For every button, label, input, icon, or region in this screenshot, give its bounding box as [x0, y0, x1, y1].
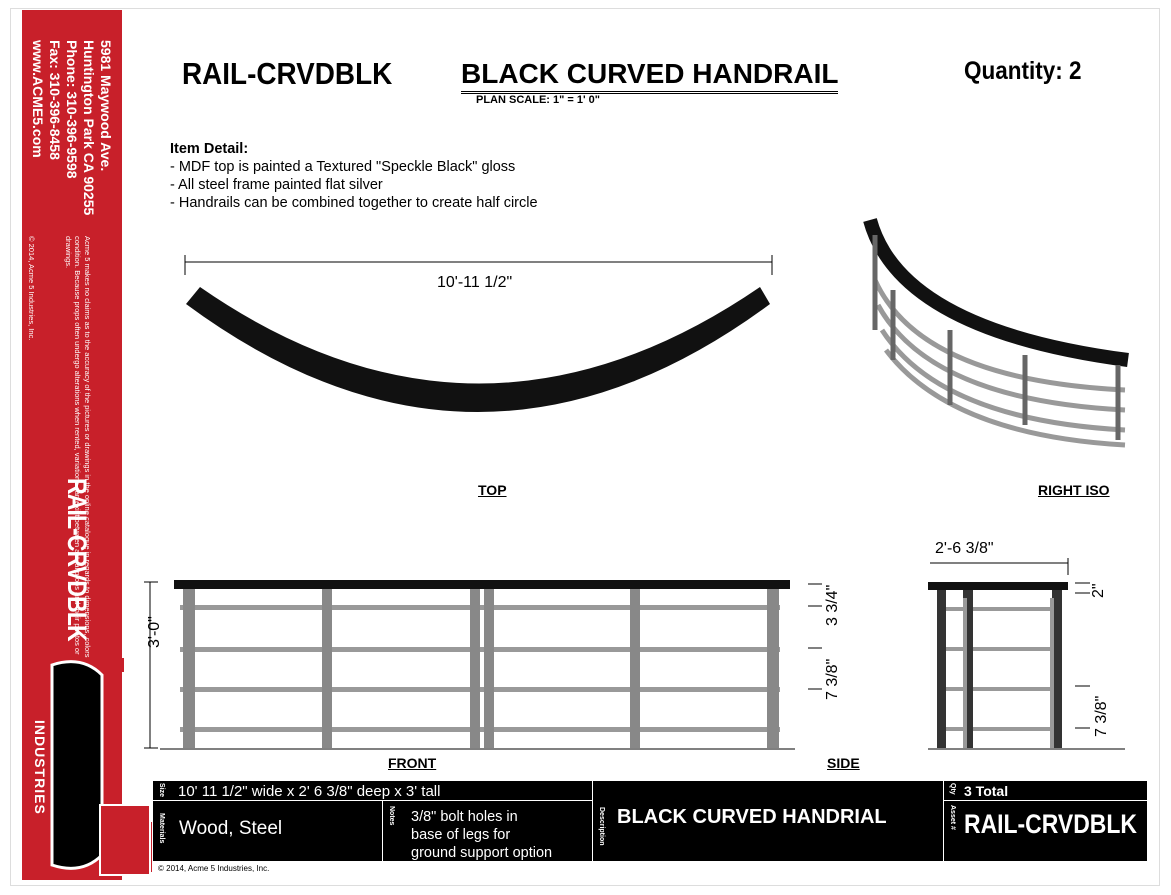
detail-line: - All steel frame painted flat silver — [170, 177, 383, 193]
notes-tag: Notes — [388, 806, 395, 826]
top-view-drawing — [184, 255, 773, 412]
description-value: BLACK CURVED HANDRIAL — [617, 806, 887, 828]
size-tag: Size — [158, 783, 165, 798]
page-frame — [10, 8, 1160, 886]
asset-value: RAIL-CRVDBLK — [964, 809, 1137, 839]
top-width-dim: 10'-11 1/2" — [437, 274, 513, 291]
qty-cell: Qty 3 Total — [943, 780, 1148, 801]
side-spacing-dim: 7 3/8" — [1093, 695, 1110, 737]
qty-tag: Qty — [949, 783, 956, 795]
description-cell: Description BLACK CURVED HANDRIAL — [592, 780, 944, 862]
size-value: 10' 11 1/2" wide x 2' 6 3/8" deep x 3' t… — [178, 783, 441, 800]
footer-copyright: © 2014, Acme 5 Industries, Inc. — [158, 864, 270, 873]
asset-id: RAIL-CRVDBLK — [182, 56, 393, 91]
asset-tag: Asset # — [949, 805, 956, 830]
plan-scale: PLAN SCALE: 1" = 1' 0" — [476, 94, 600, 106]
side-width-dim: 2'-6 3/8" — [935, 540, 994, 557]
notes-line: 3/8" bolt holes in — [411, 809, 518, 825]
notes-line: ground support option — [411, 845, 553, 861]
item-detail: Item Detail: - MDF top is painted a Text… — [170, 140, 538, 212]
size-cell: Size 10' 11 1/2" wide x 2' 6 3/8" deep x… — [152, 780, 593, 801]
materials-value: Wood, Steel — [179, 818, 283, 839]
asset-cell: Asset # RAIL-CRVDBLK — [943, 800, 1148, 862]
detail-line: - MDF top is painted a Textured "Speckle… — [170, 159, 516, 175]
notes-cell: Notes 3/8" bolt holes in base of legs fo… — [382, 800, 593, 862]
front-rail-dim: 3 3/4" — [824, 584, 841, 626]
item-detail-heading: Item Detail: — [170, 141, 249, 157]
qty-value: 3 Total — [964, 783, 1009, 799]
description-tag: Description — [598, 807, 605, 846]
iso-view-drawing — [863, 218, 1129, 448]
front-height-dim: 3'-0" — [146, 616, 163, 648]
notes-line: base of legs for — [411, 827, 511, 843]
front-view-drawing — [144, 580, 822, 750]
view-label-front: FRONT — [388, 755, 437, 771]
logo-industries: INDUSTRIES — [32, 720, 48, 815]
notes-value: 3/8" bolt holes in base of legs for grou… — [411, 808, 552, 862]
acme5-logo — [22, 658, 152, 876]
detail-line: - Handrails can be combined together to … — [170, 195, 538, 211]
side-view-drawing — [928, 558, 1125, 750]
materials-cell: Materials Wood, Steel — [152, 800, 383, 862]
page-title: BLACK CURVED HANDRAIL — [461, 58, 839, 94]
side-top-dim: 2" — [1090, 583, 1107, 598]
view-label-side: SIDE — [827, 755, 860, 771]
view-label-iso: RIGHT ISO — [1038, 482, 1110, 498]
view-label-top: TOP — [478, 482, 507, 498]
quantity: Quantity: 2 — [964, 57, 1082, 85]
front-spacing-dim: 7 3/8" — [824, 658, 841, 700]
title-block: Size 10' 11 1/2" wide x 2' 6 3/8" deep x… — [152, 780, 1148, 862]
materials-tag: Materials — [158, 813, 165, 844]
